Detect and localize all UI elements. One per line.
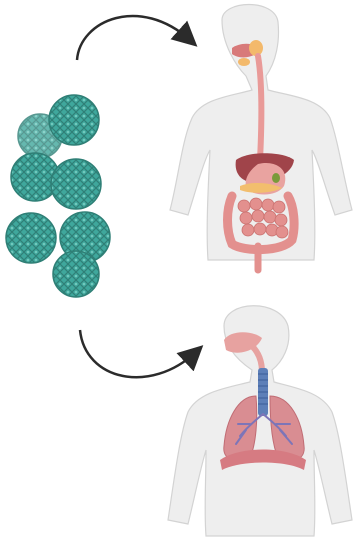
salivary-gland xyxy=(249,40,263,56)
gallbladder xyxy=(272,173,280,183)
curved-arrow-top-icon xyxy=(77,16,190,60)
small-intestine xyxy=(238,198,288,238)
virus-particle xyxy=(51,159,101,209)
curved-arrow-bottom-icon xyxy=(80,330,196,377)
virus-particle xyxy=(53,251,99,297)
virus-particles-icon xyxy=(6,95,110,297)
digestive-system-icon xyxy=(170,5,352,271)
esophagus xyxy=(258,56,261,160)
virus-particle xyxy=(6,213,56,263)
virus-particle xyxy=(49,95,99,145)
respiratory-system-icon xyxy=(168,306,352,536)
salivary-gland xyxy=(238,58,250,66)
